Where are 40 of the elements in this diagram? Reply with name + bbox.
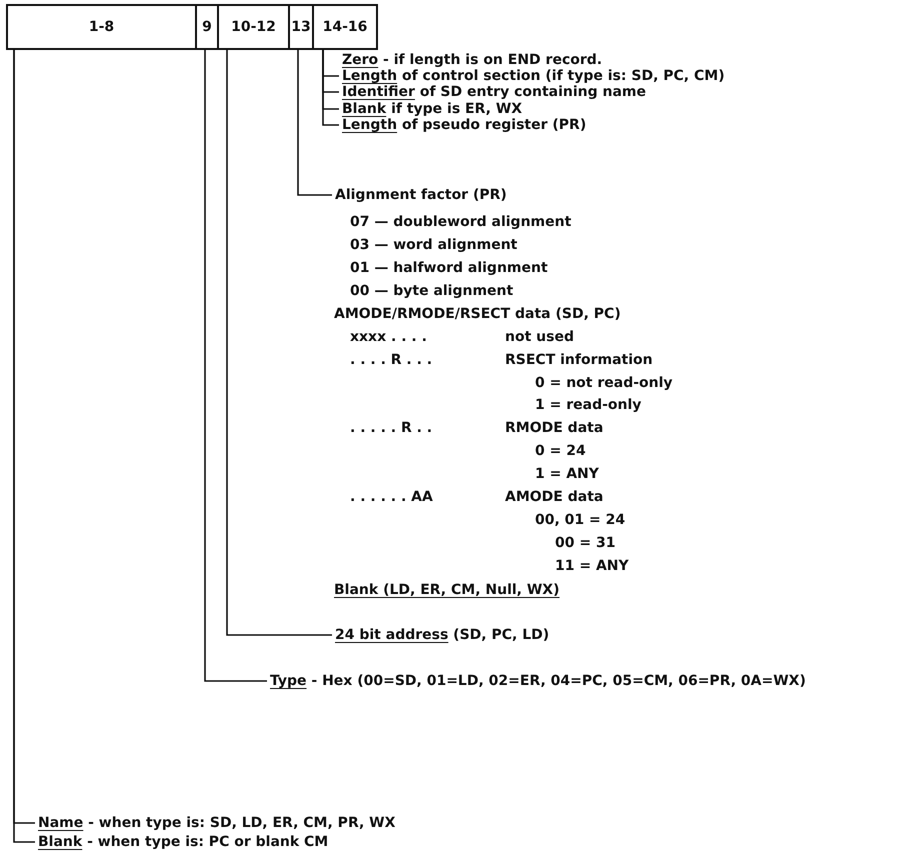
field-description: Blank if type is ER, WX xyxy=(342,100,522,118)
field-description: Type - Hex (00=SD, 01=LD, 02=ER, 04=PC, 05=CM, 06=PR, 0A=WX) xyxy=(270,672,806,690)
description-text: AMODE data xyxy=(505,488,604,506)
record-field-cell: 10-12 xyxy=(217,4,290,50)
field-description: Alignment factor (PR) xyxy=(335,186,507,204)
leader-line xyxy=(297,50,332,196)
record-field-cell: 9 xyxy=(195,4,219,50)
description-text: RMODE data xyxy=(505,419,604,437)
field-description: Length of control section (if type is: SD, PC, CM) xyxy=(342,67,725,85)
record-field-cell: 13 xyxy=(288,4,314,50)
description-text: 11 = ANY xyxy=(555,557,629,575)
description-text: . . . . R . . . xyxy=(350,351,432,369)
field-description: Identifier of SD entry containing name xyxy=(342,83,646,101)
record-field-cell: 1-8 xyxy=(6,4,197,50)
description-text: xxxx . . . . xyxy=(350,328,427,346)
description-text: 0 = 24 xyxy=(535,442,586,460)
description-text: 00 = 31 xyxy=(555,534,616,552)
description-text: not used xyxy=(505,328,574,346)
field-description: Length of pseudo register (PR) xyxy=(342,116,586,134)
description-text: . . . . . . AA xyxy=(350,488,433,506)
field-description: Name - when type is: SD, LD, ER, CM, PR, WX xyxy=(38,814,396,832)
description-text: 1 = read-only xyxy=(535,396,642,414)
field-description: 24 bit address (SD, PC, LD) xyxy=(335,626,550,644)
description-text: 0 = not read-only xyxy=(535,374,673,392)
description-text: 00 — byte alignment xyxy=(350,282,514,300)
leader-line xyxy=(322,50,339,126)
leader-line xyxy=(204,50,267,682)
description-text: 00, 01 = 24 xyxy=(535,511,626,529)
description-text: RSECT information xyxy=(505,351,653,369)
description-text: Blank (LD, ER, CM, Null, WX) xyxy=(334,581,560,599)
description-text: 1 = ANY xyxy=(535,465,599,483)
record-field-cell: 14-16 xyxy=(312,4,378,50)
description-text: 03 — word alignment xyxy=(350,236,518,254)
description-text: AMODE/RMODE/RSECT data (SD, PC) xyxy=(334,305,621,323)
description-text: 07 — doubleword alignment xyxy=(350,213,572,231)
description-text: 01 — halfword alignment xyxy=(350,259,548,277)
description-text: . . . . . R . . xyxy=(350,419,432,437)
field-description: Blank - when type is: PC or blank CM xyxy=(38,833,328,851)
description-text: Zero - if length is on END record. xyxy=(342,51,602,69)
leader-line xyxy=(226,50,332,636)
